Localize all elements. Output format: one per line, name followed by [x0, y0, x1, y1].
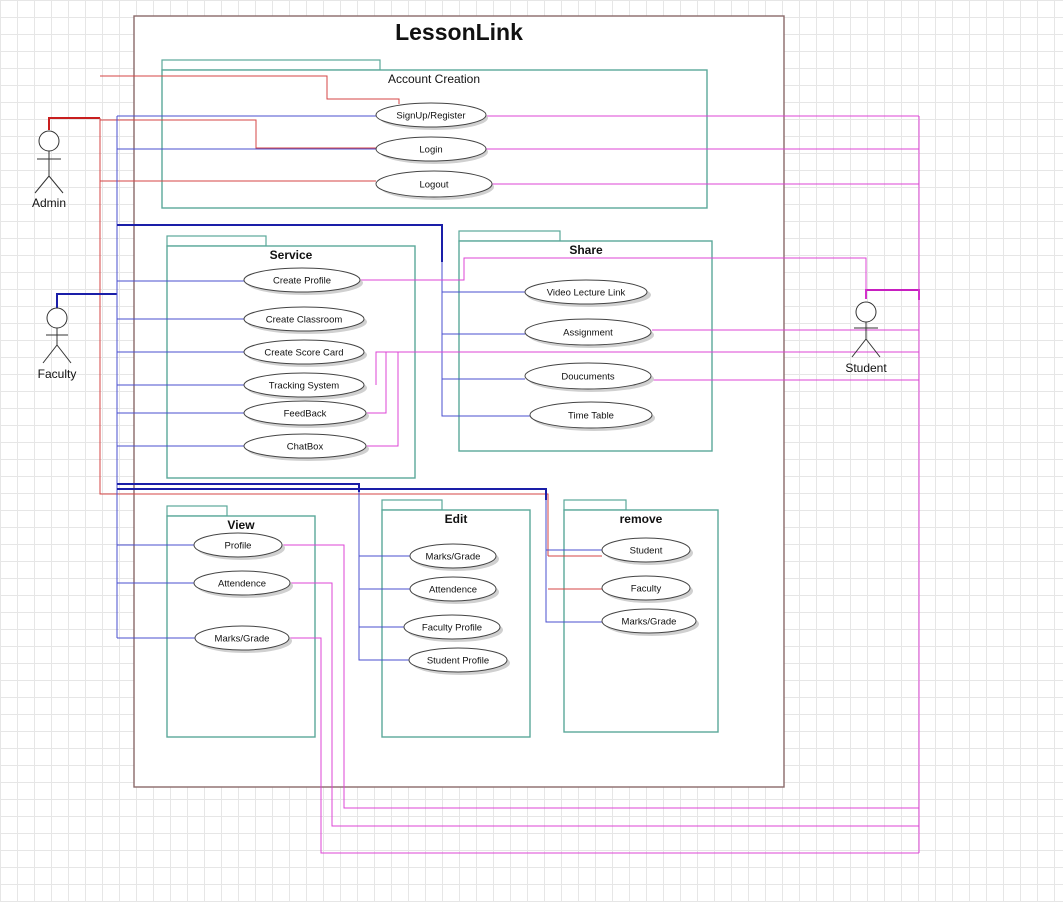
use-case-label: Tracking System: [269, 381, 339, 392]
use-case-label: Create Profile: [273, 276, 331, 287]
admin-connectors: [48, 75, 602, 590]
use-case-label: Logout: [419, 180, 448, 191]
use-case-label: Attendence: [218, 579, 266, 590]
faculty-connectors: [56, 115, 602, 661]
use-case-label: Create Classroom: [266, 315, 343, 326]
use-case-label: Video Lecture Link: [547, 288, 626, 299]
use-case-label: FeedBack: [284, 409, 327, 420]
actor-student: Student: [845, 301, 887, 375]
actor-label: Student: [845, 361, 887, 375]
stick-figure-icon: [34, 130, 64, 194]
use-case-edit-student-profile[interactable]: Student Profile: [408, 647, 510, 675]
use-case-label: Assignment: [563, 328, 613, 339]
use-case-view-profile[interactable]: Profile: [193, 532, 285, 560]
use-case-label: Create Score Card: [264, 348, 343, 359]
use-case-label: Attendence: [429, 585, 477, 596]
use-case-label: Marks/Grade: [215, 634, 270, 645]
use-case-label: Doucuments: [561, 372, 615, 383]
use-case-label: Faculty Profile: [422, 623, 482, 634]
use-case-create-profile[interactable]: Create Profile: [243, 267, 363, 295]
use-case-remove-marks-grade[interactable]: Marks/Grade: [601, 608, 699, 636]
use-case-view-marks-grade[interactable]: Marks/Grade: [194, 625, 292, 653]
use-case-create-score-card[interactable]: Create Score Card: [243, 339, 367, 367]
use-case-feedback[interactable]: FeedBack: [243, 400, 369, 428]
use-case-chatbox[interactable]: ChatBox: [243, 433, 369, 461]
use-case-label: Marks/Grade: [622, 617, 677, 628]
use-case-documents[interactable]: Doucuments: [524, 362, 654, 392]
stick-figure-icon: [851, 301, 881, 358]
use-case-label: Faculty: [631, 584, 662, 595]
use-case-logout[interactable]: Logout: [375, 170, 494, 200]
use-case-login[interactable]: Login: [375, 136, 488, 164]
student-connectors: [282, 115, 920, 854]
package-title: Edit: [445, 512, 468, 526]
use-case-edit-faculty-profile[interactable]: Faculty Profile: [403, 614, 503, 642]
use-case-label: Student: [630, 546, 663, 557]
use-case-view-attendence[interactable]: Attendence: [193, 570, 293, 598]
use-case-label: ChatBox: [287, 442, 324, 453]
stick-figure-icon: [42, 307, 72, 364]
use-case-label: Login: [419, 145, 442, 156]
use-case-video-lecture-link[interactable]: Video Lecture Link: [524, 279, 651, 307]
package-title: View: [227, 518, 255, 532]
use-case-signup-register[interactable]: SignUp/Register: [375, 102, 488, 130]
use-case-edit-marks-grade[interactable]: Marks/Grade: [409, 543, 499, 571]
use-case-label: Marks/Grade: [426, 552, 481, 563]
package-title: remove: [620, 512, 663, 526]
use-case-label: Time Table: [568, 411, 614, 422]
use-case-create-classroom[interactable]: Create Classroom: [243, 306, 367, 334]
use-case-edit-attendence[interactable]: Attendence: [409, 576, 499, 604]
use-case-time-table[interactable]: Time Table: [529, 401, 655, 431]
use-case-remove-student[interactable]: Student: [601, 537, 693, 565]
use-case-label: Student Profile: [427, 656, 489, 667]
use-case-label: SignUp/Register: [396, 111, 465, 122]
package-title: Service: [270, 248, 313, 262]
use-case-assignment[interactable]: Assignment: [524, 318, 654, 348]
use-case-tracking-system[interactable]: Tracking System: [243, 372, 367, 400]
package-title: Account Creation: [388, 72, 480, 86]
package-title: Share: [569, 243, 603, 257]
diagram-title: LessonLink: [395, 19, 523, 45]
actor-admin: Admin: [32, 130, 66, 210]
actor-faculty: Faculty: [38, 307, 77, 381]
actor-label: Admin: [32, 196, 66, 210]
use-case-remove-faculty[interactable]: Faculty: [601, 575, 693, 603]
actor-label: Faculty: [38, 367, 77, 381]
use-case-label: Profile: [225, 541, 252, 552]
